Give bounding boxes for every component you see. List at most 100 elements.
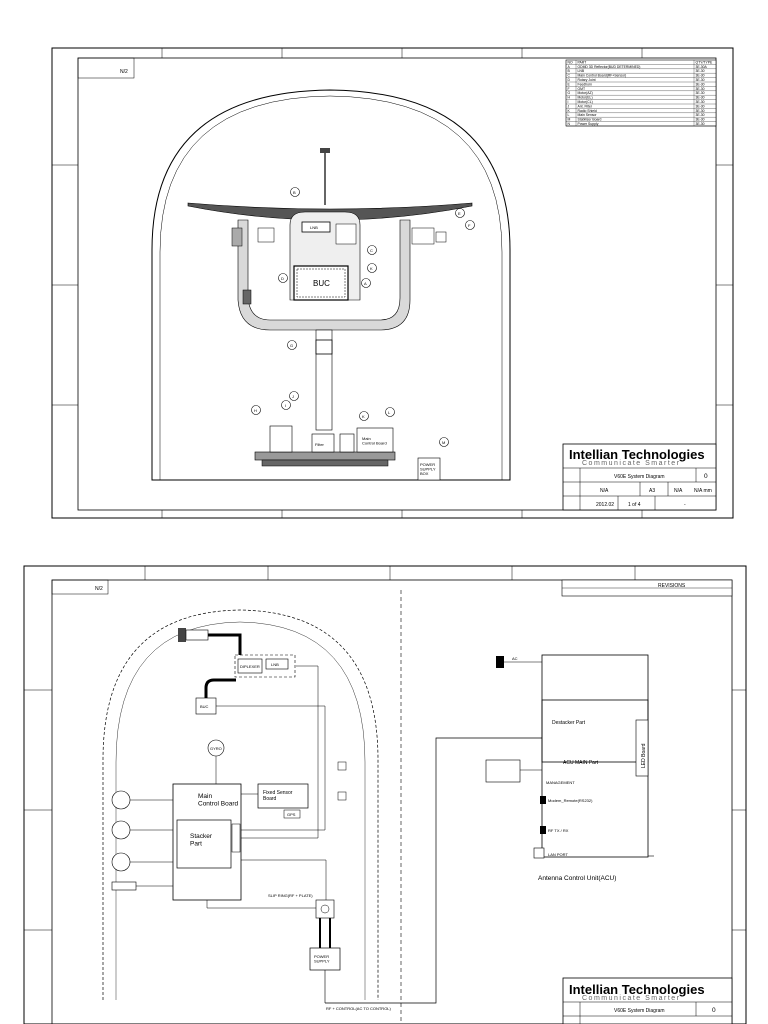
callout-a — [361, 278, 371, 288]
base-plate — [254, 451, 396, 461]
rotary-joint — [315, 339, 333, 355]
parts-table-cell: 3E-30 — [696, 104, 705, 108]
callout-g — [287, 340, 297, 350]
parts-table-cell: 3E-30 — [696, 96, 705, 100]
callout-e — [455, 208, 465, 218]
company-tagline-2: Communicate Smarter — [582, 995, 681, 1002]
sheet-1-zone-ticks — [52, 48, 733, 518]
drawing-title-1: V60E System Diagram — [614, 474, 665, 480]
callout-k — [359, 411, 369, 421]
parts-table-cell: OMT — [578, 87, 586, 91]
sensor-box — [335, 223, 357, 245]
diplexer-group — [234, 654, 296, 678]
revision-2: 0 — [712, 1007, 716, 1014]
feedhorn — [411, 227, 435, 245]
callout-d — [278, 273, 288, 283]
radome-outline-2 — [102, 609, 379, 1000]
callout-m — [439, 437, 449, 447]
rf-control-cable — [325, 737, 542, 1004]
motor-icons — [111, 790, 137, 891]
parts-table-cell: A — [568, 65, 571, 69]
svg-text:LED Board: LED Board — [641, 743, 647, 768]
parts-table-cell: 3E-30 — [696, 100, 705, 104]
parts-table-cell: 3E-30 — [696, 74, 705, 78]
fixed-sensor-board — [257, 783, 309, 809]
gps-2 — [283, 809, 301, 819]
svg-text:M: M — [442, 440, 445, 445]
parts-table-cell: L — [568, 113, 570, 117]
svg-text:L: L — [388, 410, 391, 415]
parts-table-cell: E — [568, 82, 571, 86]
parts-table-cell: 3E-30 — [696, 109, 705, 113]
svg-text:LNB: LNB — [271, 662, 279, 667]
callout-k2 — [367, 263, 377, 273]
feed-horn-2 — [185, 629, 209, 641]
radome-inner-outline — [159, 95, 503, 480]
callout-h — [251, 405, 261, 415]
svg-text:RF + CONTROL(AC TO CONTROL): RF + CONTROL(AC TO CONTROL) — [326, 1006, 392, 1011]
svg-text:BUC: BUC — [200, 704, 209, 709]
radome-outline — [151, 89, 511, 481]
parts-table-cell: 3E-30A — [696, 65, 708, 69]
sheet-2-outer-border — [23, 565, 747, 1024]
dash-1: - — [684, 502, 686, 508]
svg-text:G: G — [290, 343, 293, 348]
svg-text:D: D — [281, 276, 284, 281]
parts-table-cell: B — [568, 69, 571, 73]
parts-table-cell: Motor(EL) — [578, 96, 593, 100]
parts-table-cell: G — [568, 91, 571, 95]
svg-text:SLIP RING(RF + PLATE): SLIP RING(RF + PLATE) — [268, 893, 313, 898]
parts-table-header: QTY/TYPE — [696, 60, 714, 64]
left-motor — [231, 227, 243, 247]
callout-j — [289, 391, 299, 401]
drawing-title-2: V60E System Diagram — [614, 1008, 665, 1014]
parts-table-cell: Motor(CL) — [578, 100, 593, 104]
parts-table-cell: 3E-30 — [696, 87, 705, 91]
svg-text:RF TX / RX: RF TX / RX — [548, 828, 569, 833]
svg-text:I: I — [285, 403, 286, 408]
svg-text:LAN PORT: LAN PORT — [548, 852, 568, 857]
parts-table-cell: 3E-30 — [696, 91, 705, 95]
parts-table-cell: I — [568, 100, 569, 104]
title-block-1: Intellian Technologies Communicate Smart… — [562, 443, 717, 511]
parts-table-cell: LNB — [578, 69, 585, 73]
parts-table-cell: H — [568, 96, 571, 100]
parts-table-cell: 3E-30 — [696, 113, 705, 117]
sheet-1-outer-border — [51, 47, 734, 519]
sheet-2-zone-label: N/2 — [95, 586, 103, 592]
svg-text:J: J — [292, 394, 294, 399]
parts-table-cell: ODMD 3D Reflector(BUD DETERMINED) — [578, 65, 641, 69]
svg-text:C: C — [370, 248, 373, 253]
azimuth-shaft — [315, 329, 333, 431]
buc-unit — [293, 265, 349, 301]
svg-text:Destacker Part: Destacker Part — [552, 720, 586, 726]
svg-text:F: F — [468, 223, 471, 228]
parts-table-cell: Motor(AZ) — [578, 91, 593, 95]
company-name-1: Intellian Technologies — [569, 447, 705, 462]
sheet-num-1: 1 of 4 — [628, 502, 641, 508]
sheet-2-inner-border — [51, 579, 733, 1024]
lnb-unit — [301, 221, 331, 233]
svg-text:GYRO: GYRO — [210, 746, 222, 751]
parts-table-cell: Rotary Joint — [578, 78, 596, 82]
company-name-2: Intellian Technologies — [569, 982, 705, 997]
parts-table-cell: Feedhorn — [578, 82, 593, 86]
az-motor — [269, 425, 293, 453]
parts-table-cell: M — [568, 118, 571, 122]
parts-table-cell: Stabilizer Board — [578, 118, 602, 122]
sheet-2-zone-box — [51, 579, 109, 595]
buc-label: BUC — [313, 279, 330, 288]
callout-letters: B C D E F G H I J K L M A K — [254, 190, 471, 445]
sheet-1-zone-label: N/2 — [120, 69, 128, 75]
parts-table-cell: F — [568, 87, 570, 91]
modem-box — [485, 759, 521, 783]
svg-text:DIPLEXER: DIPLEXER — [240, 664, 260, 669]
feed-tip — [178, 628, 186, 642]
svg-text:GPS: GPS — [287, 812, 296, 817]
acu-title: Antenna Control Unit(ACU) — [538, 875, 616, 882]
